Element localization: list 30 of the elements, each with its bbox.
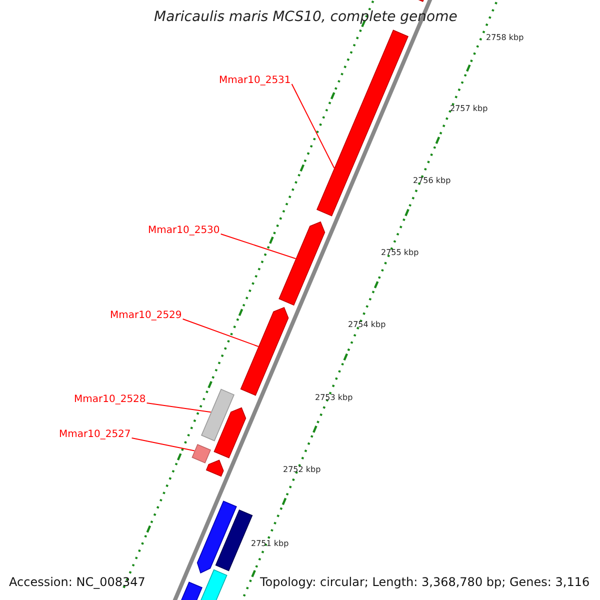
leader-line [220, 234, 296, 260]
scale-label: 2755 kbp [381, 249, 419, 257]
gene-bar [200, 569, 228, 600]
info-text: Accession: NC_008347 [9, 576, 146, 588]
title: Maricaulis maris MCS10, complete genome [153, 9, 458, 25]
gene-label: Mmar10_2529 [110, 311, 182, 321]
leader-line [291, 84, 335, 168]
gene-bar [196, 500, 237, 574]
gene-bar [200, 388, 235, 442]
leader-line [182, 318, 259, 347]
info-text: Topology: circular; Length: 3,368,780 bp; Genes: 3,116 [260, 576, 590, 588]
scale-label: 2753 kbp [315, 394, 353, 402]
gene-label: Mmar10_2528 [74, 395, 146, 405]
gene-bar [206, 460, 224, 477]
scale-label: 2751 kbp [251, 540, 289, 548]
gene-bar [215, 509, 253, 572]
leader-line [146, 402, 212, 413]
scale-label: 2754 kbp [348, 321, 386, 329]
gene-label: Mmar10_2530 [148, 226, 220, 236]
gene-bar [316, 30, 409, 216]
gene-label: Mmar10_2531 [219, 76, 291, 86]
gene-bar [278, 221, 326, 306]
scale-label: 2758 kbp [486, 34, 524, 42]
gene-bar [214, 407, 246, 458]
gene-bar [240, 306, 289, 396]
leader-line [131, 438, 195, 452]
gene-bar [192, 444, 212, 464]
gene-label: Mmar10_2527 [59, 430, 131, 440]
scale-label: 2757 kbp [450, 105, 488, 113]
scale-label: 2752 kbp [283, 466, 321, 474]
